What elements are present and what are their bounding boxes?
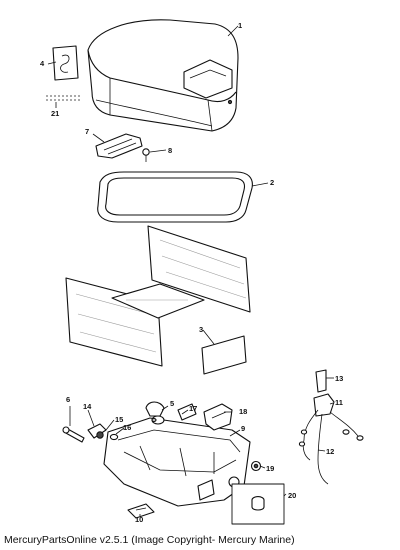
plug-kit-box <box>231 483 285 525</box>
acoustic-panels <box>65 225 251 375</box>
latch-handle <box>95 133 143 159</box>
callout-2: 2 <box>270 178 274 187</box>
callout-6: 6 <box>66 395 70 404</box>
leader-lines <box>47 25 334 516</box>
latch-clip <box>52 45 79 81</box>
wire-harness <box>298 369 364 485</box>
cowl-seal <box>97 171 253 223</box>
top-cowl <box>87 19 239 132</box>
rubber-plug <box>250 460 262 472</box>
callout-10: 10 <box>135 515 143 524</box>
callout-13: 13 <box>335 374 343 383</box>
callout-17: 17 <box>189 404 197 413</box>
callout-12: 12 <box>326 447 334 456</box>
callout-16: 16 <box>123 423 131 432</box>
callout-8: 8 <box>168 146 172 155</box>
clamp-and-grommet <box>145 401 197 425</box>
drain-gasket <box>127 503 155 519</box>
callout-20: 20 <box>288 491 296 500</box>
callout-14: 14 <box>83 402 92 411</box>
callout-5: 5 <box>170 399 174 408</box>
callout-21: 21 <box>51 109 59 118</box>
decal <box>46 95 80 101</box>
callout-labels: 1 4 21 7 8 2 3 5 6 14 15 16 17 18 9 19 1… <box>40 21 343 524</box>
callout-7: 7 <box>85 127 89 136</box>
copyright-caption: MercuryPartsOnline v2.5.1 (Image Copyrig… <box>4 534 295 546</box>
bracket <box>203 403 233 431</box>
callout-15: 15 <box>115 415 123 424</box>
screw <box>142 148 150 162</box>
callout-1: 1 <box>238 21 242 30</box>
callout-19: 19 <box>266 464 274 473</box>
callout-18: 18 <box>239 407 247 416</box>
callout-4: 4 <box>40 59 45 68</box>
callout-9: 9 <box>241 424 245 433</box>
callout-3: 3 <box>199 325 203 334</box>
callout-11: 11 <box>335 398 343 407</box>
